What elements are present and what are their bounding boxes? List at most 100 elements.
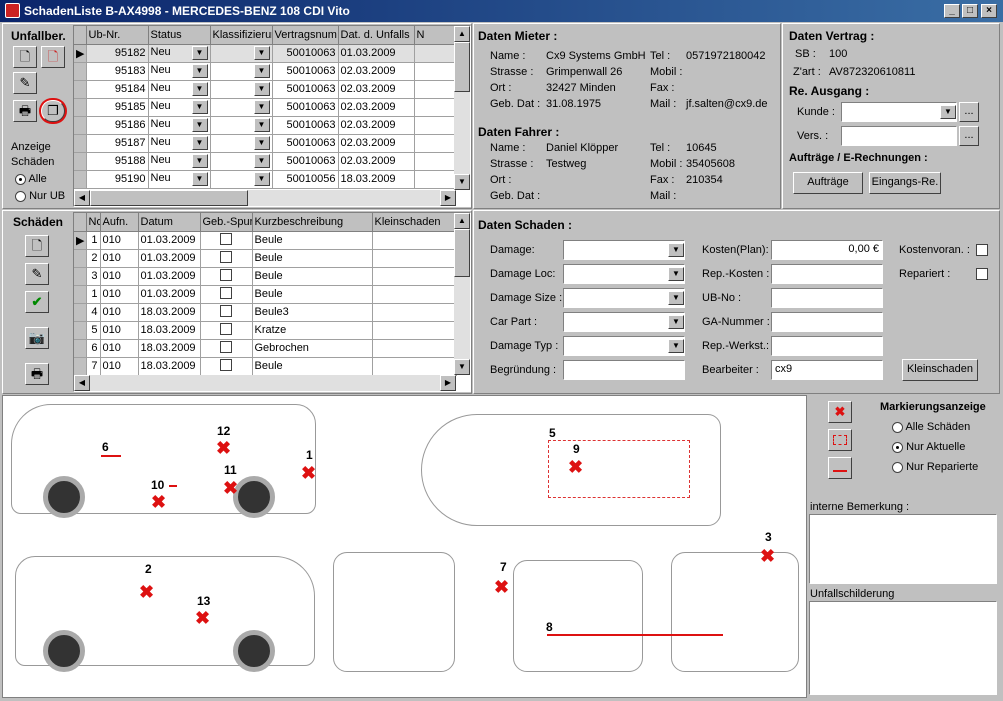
interne-bemerkung-textarea[interactable]	[809, 514, 997, 584]
print-report-button[interactable]: 🖶	[13, 100, 37, 122]
row-selector[interactable]	[74, 285, 87, 304]
status-cell[interactable]: Neu▼	[148, 152, 211, 171]
chevron-down-icon[interactable]: ▼	[191, 118, 208, 132]
chevron-down-icon[interactable]: ▼	[253, 46, 270, 60]
geb-spur-cell[interactable]	[200, 267, 253, 286]
schaeden-hscroll[interactable]: ◀ ▶	[74, 375, 456, 391]
row-selector[interactable]	[74, 152, 87, 171]
column-header[interactable]: No	[86, 213, 101, 232]
chevron-down-icon[interactable]: ▼	[668, 339, 684, 353]
ub-no-input[interactable]	[771, 288, 883, 308]
unfallschilderung-textarea[interactable]	[809, 601, 997, 695]
kunde-select[interactable]: ▼	[841, 102, 957, 122]
radio-nur-ub[interactable]: Nur UB	[15, 190, 65, 202]
geb-spur-checkbox[interactable]	[220, 322, 232, 335]
radio-nur-aktuelle[interactable]: Nur Aktuelle	[892, 441, 965, 453]
damage-marker-icon[interactable]: ✖	[301, 463, 317, 483]
confirm-damage-button[interactable]: ✔	[25, 291, 49, 313]
damage-marker-icon[interactable]: ✖	[494, 577, 510, 597]
chevron-down-icon[interactable]: ▼	[191, 136, 208, 150]
damage-typ-select[interactable]: ▼	[563, 336, 685, 356]
chevron-down-icon[interactable]: ▼	[253, 118, 270, 132]
geb-spur-cell[interactable]	[200, 303, 253, 322]
column-header[interactable]: Ub-Nr.	[86, 26, 149, 45]
damage-line-8[interactable]	[547, 634, 723, 636]
damage-line-6[interactable]	[101, 455, 121, 457]
column-header[interactable]: Klassifizierur	[210, 26, 273, 45]
geb-spur-cell[interactable]	[200, 231, 253, 250]
print-damage-button[interactable]: 🖶	[25, 363, 49, 385]
chevron-down-icon[interactable]: ▼	[191, 64, 208, 78]
radio-nur-reparierte[interactable]: Nur Reparierte	[892, 461, 978, 473]
column-header[interactable]: Aufn.	[100, 213, 139, 232]
radio-alle-schaeden[interactable]: Alle Schäden	[892, 421, 970, 433]
scroll-thumb[interactable]	[454, 42, 470, 92]
klassifizierung-cell[interactable]: ▼	[210, 134, 273, 153]
chevron-down-icon[interactable]: ▼	[668, 315, 684, 329]
kosten-plan-input[interactable]: 0,00 €	[771, 240, 883, 260]
auftraege-button[interactable]: Aufträge	[793, 172, 863, 194]
scroll-right-icon[interactable]: ▶	[440, 375, 456, 391]
radio-dot[interactable]	[892, 461, 903, 473]
edit-report-button[interactable]: ✎	[13, 72, 37, 94]
column-header[interactable]: Status	[148, 26, 211, 45]
rep-werkst-input[interactable]	[771, 336, 883, 356]
geb-spur-checkbox[interactable]	[220, 250, 232, 263]
row-selector[interactable]	[74, 98, 87, 117]
scroll-left-icon[interactable]: ◀	[74, 190, 90, 206]
hscroll-thumb[interactable]	[90, 190, 248, 206]
row-selector[interactable]: ▶	[74, 231, 87, 250]
row-selector[interactable]	[74, 134, 87, 153]
vers-browse-button[interactable]: ...	[959, 126, 979, 146]
line-mark-button[interactable]	[828, 457, 852, 479]
status-cell[interactable]: Neu▼	[148, 116, 211, 135]
geb-spur-checkbox[interactable]	[220, 340, 232, 353]
klassifizierung-cell[interactable]: ▼	[210, 44, 273, 63]
row-selector[interactable]	[74, 321, 87, 340]
delete-report-button[interactable]: 🗋	[41, 46, 65, 68]
damage-marker-icon[interactable]: ✖	[568, 457, 584, 477]
column-header[interactable]: Kleinschaden	[372, 213, 457, 232]
minimize-button[interactable]: _	[944, 4, 960, 18]
radio-alle[interactable]: Alle	[15, 173, 47, 185]
column-header[interactable]: Vertragsnum	[272, 26, 339, 45]
row-selector[interactable]	[74, 249, 87, 268]
repariert-checkbox[interactable]	[976, 268, 988, 280]
scroll-down-icon[interactable]: ▼	[454, 174, 470, 190]
radio-dot[interactable]	[892, 421, 903, 433]
klassifizierung-cell[interactable]: ▼	[210, 62, 273, 81]
column-header[interactable]: Geb.-Spur	[200, 213, 253, 232]
schaeden-vscroll[interactable]: ▲ ▼	[454, 213, 470, 375]
geb-spur-cell[interactable]	[200, 321, 253, 340]
chevron-down-icon[interactable]: ▼	[253, 172, 270, 186]
copy-report-button[interactable]: ❐	[41, 100, 65, 122]
close-button[interactable]: ×	[981, 4, 997, 18]
scroll-down-icon[interactable]: ▼	[454, 359, 470, 375]
status-cell[interactable]: Neu▼	[148, 44, 211, 63]
status-cell[interactable]: Neu▼	[148, 134, 211, 153]
status-cell[interactable]: Neu▼	[148, 80, 211, 99]
chevron-down-icon[interactable]: ▼	[668, 267, 684, 281]
damage-select[interactable]: ▼	[563, 240, 685, 260]
damage-marker-icon[interactable]: ✖	[223, 478, 239, 498]
klassifizierung-cell[interactable]: ▼	[210, 116, 273, 135]
chevron-down-icon[interactable]: ▼	[191, 46, 208, 60]
radio-alle-dot[interactable]	[15, 173, 26, 185]
geb-spur-cell[interactable]	[200, 339, 253, 358]
unfall-hscroll[interactable]: ◀ ▶	[74, 190, 456, 206]
app-icon[interactable]	[5, 3, 20, 18]
chevron-down-icon[interactable]: ▼	[191, 154, 208, 168]
column-header[interactable]: Dat. d. Unfalls	[338, 26, 415, 45]
new-damage-button[interactable]: 🗋	[25, 235, 49, 257]
area-mark-button[interactable]	[828, 429, 852, 451]
